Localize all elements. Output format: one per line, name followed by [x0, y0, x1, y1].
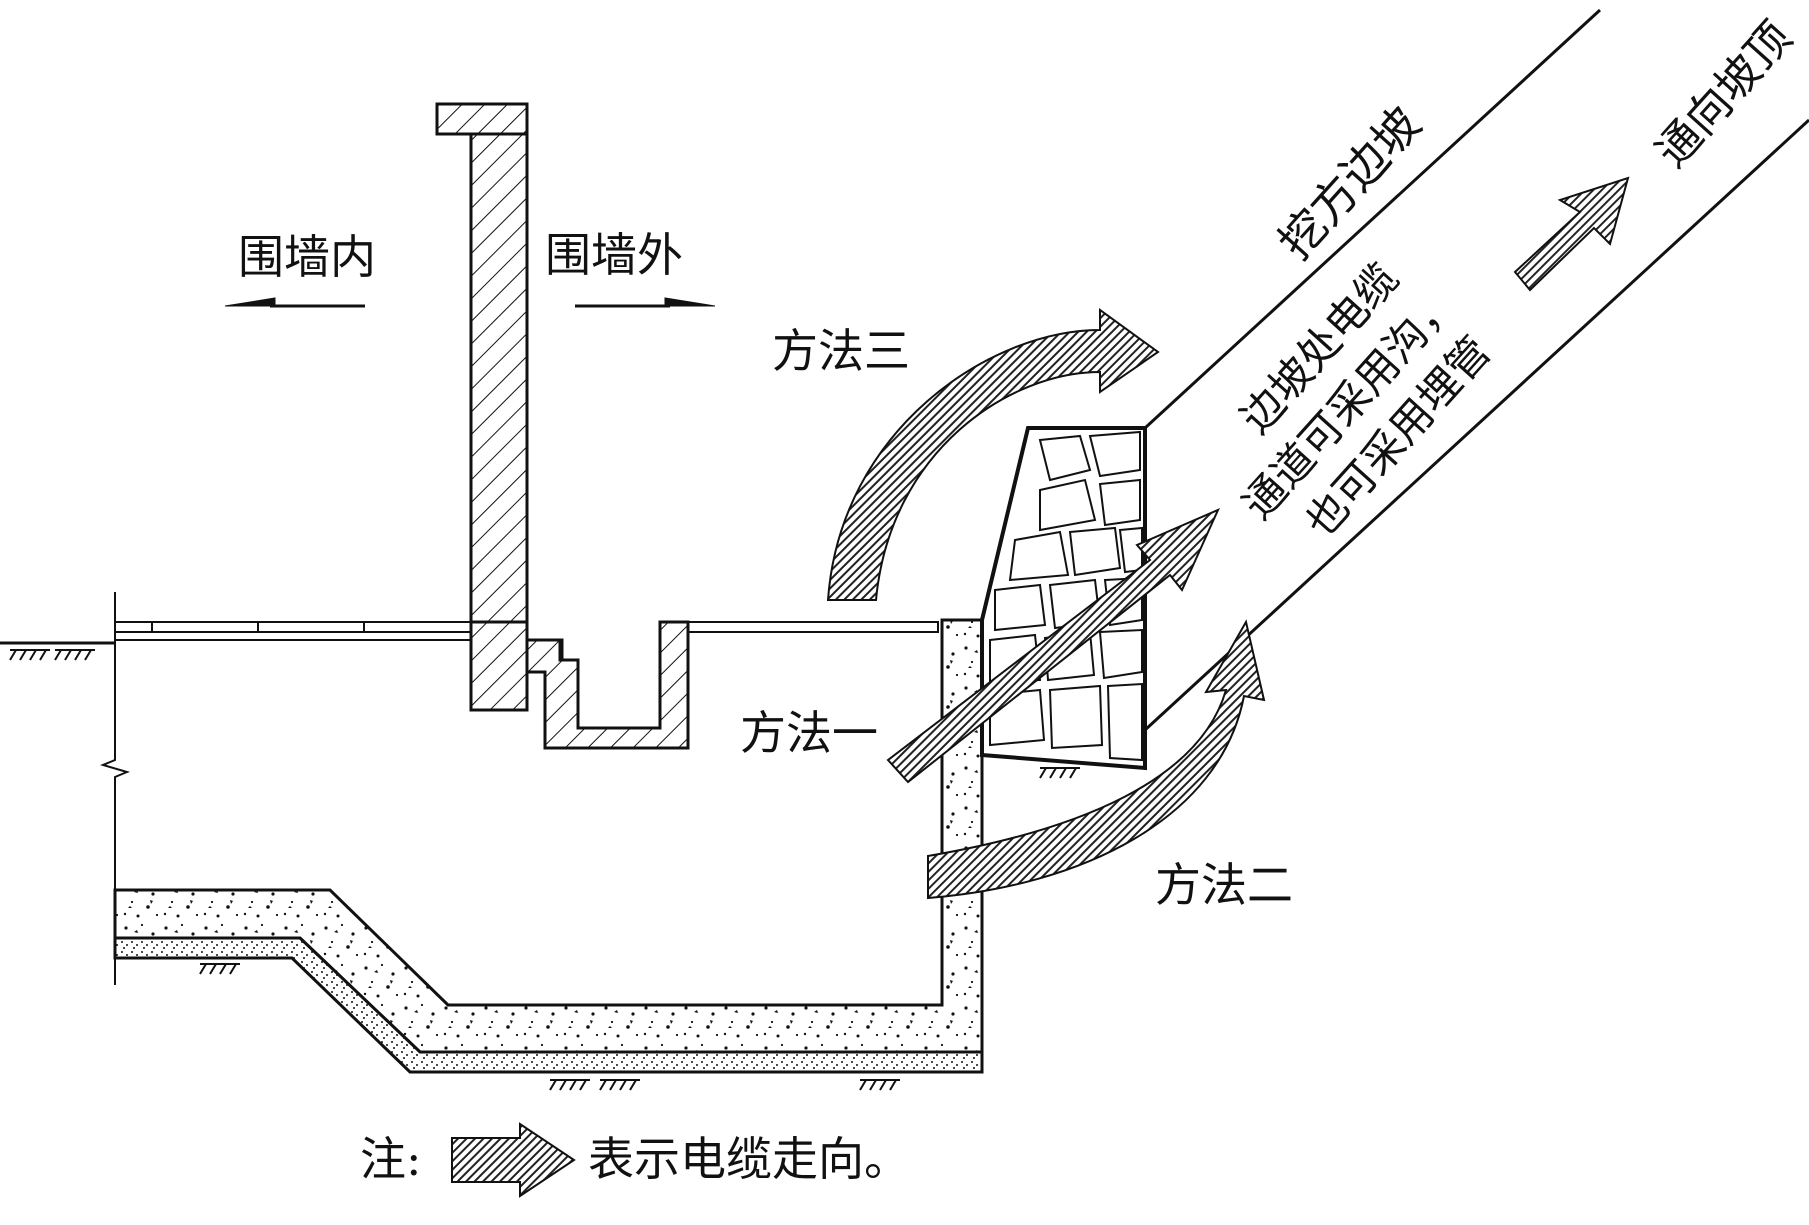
to-top-arrow [1513, 176, 1630, 292]
legend-arrow [451, 1122, 576, 1198]
ground-line-left [0, 641, 115, 661]
method-three-arrow [826, 308, 1160, 601]
method-two-arrow [927, 619, 1266, 900]
cable-trench-body [525, 620, 690, 750]
method-two-label: 方法二 [1155, 858, 1293, 912]
outside-wall-label: 围墙外 [545, 228, 683, 282]
enclosure-wall [435, 102, 529, 712]
slope-label: 挖方边坡 [1268, 96, 1431, 269]
rubble-retaining-wall [980, 426, 1147, 771]
legend-text: 表示电缆走向。 [588, 1132, 910, 1186]
method-one-arrow [886, 508, 1220, 784]
section-break-line [100, 592, 130, 985]
method-three-label: 方法三 [772, 324, 910, 378]
to-top-label: 通向坡顶 [1646, 12, 1802, 177]
outside-direction-arrow [575, 297, 716, 308]
inside-wall-label: 围墙内 [238, 230, 376, 284]
inside-direction-arrow [224, 297, 365, 308]
legend-prefix: 注: [360, 1132, 422, 1186]
excavated-slope [1143, 8, 1809, 732]
method-one-label: 方法一 [740, 706, 878, 760]
hatched-arrow-icon [451, 1122, 576, 1198]
